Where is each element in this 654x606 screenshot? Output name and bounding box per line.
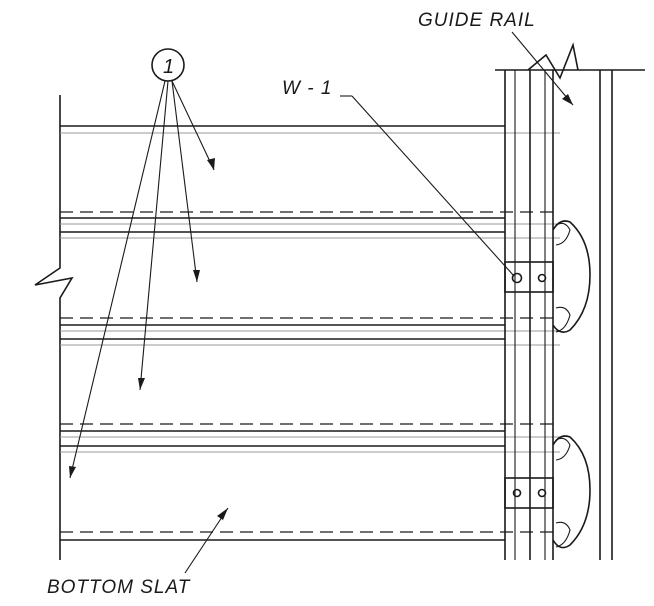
slat-3	[60, 338, 560, 438]
endlock-lower	[504, 435, 591, 549]
guide-rail	[495, 42, 645, 560]
guide-rail-callout: GUIDE RAIL	[418, 10, 574, 106]
slat-2	[60, 231, 560, 332]
weld-callout: W - 1	[282, 78, 515, 277]
rivet-hole	[537, 488, 547, 498]
bottom-slat-callout: BOTTOM SLAT	[47, 507, 229, 598]
rivet-hole	[512, 488, 522, 498]
weld-label: W - 1	[282, 78, 332, 99]
rivet-hole	[537, 273, 547, 283]
bottom-slat-label: BOTTOM SLAT	[47, 577, 191, 598]
callout-number: 1	[163, 56, 174, 78]
left-break-line	[34, 95, 74, 560]
endlock-upper	[504, 220, 591, 333]
callout-1: 1	[69, 48, 215, 479]
slat-1	[60, 125, 560, 225]
guide-rail-label: GUIDE RAIL	[418, 10, 536, 31]
bottom-slat	[60, 445, 560, 541]
rivet-hole	[511, 272, 523, 284]
